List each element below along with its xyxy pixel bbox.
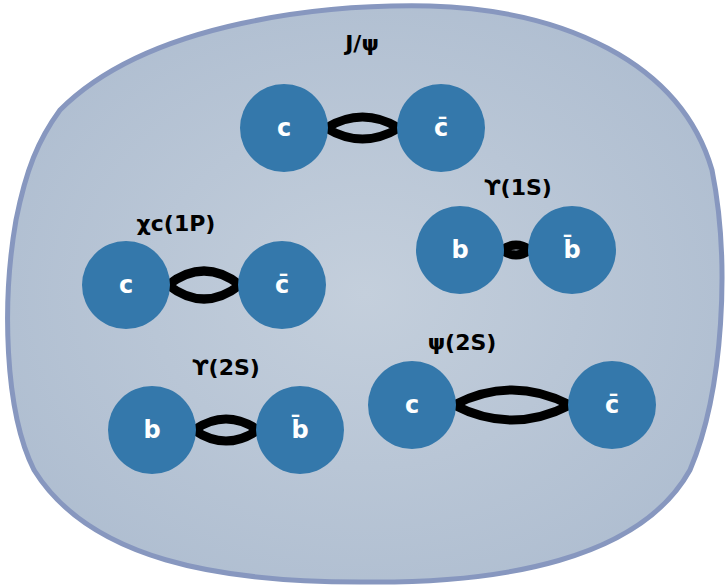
quark-circle: b̄ — [256, 386, 344, 474]
quark-letter: c — [277, 114, 291, 143]
quark-circle: c̄ — [397, 84, 485, 172]
quark-letter: c — [119, 271, 133, 300]
meson-label: ϒ(1S) — [482, 175, 554, 201]
quark-circle: c — [368, 361, 456, 449]
quark-letter: b̄ — [563, 236, 580, 265]
quark-circle: b̄ — [528, 206, 616, 294]
quark-letter: c̄ — [275, 271, 289, 300]
quark-circle: b — [416, 206, 504, 294]
quark-letter: b — [451, 236, 468, 265]
gluon-string — [502, 245, 530, 255]
gluon-string — [326, 117, 399, 139]
quark-letter: c̄ — [605, 391, 619, 420]
quark-circle: c — [82, 241, 170, 329]
quark-circle: b — [108, 386, 196, 474]
quark-letter: b — [143, 416, 160, 445]
quark-letter: b̄ — [291, 416, 308, 445]
meson-label: χc(1P) — [135, 211, 218, 237]
quark-letter: c̄ — [434, 114, 448, 143]
quark-circle: c̄ — [568, 361, 656, 449]
quark-circle: c — [240, 84, 328, 172]
meson-label: ϒ(2S) — [190, 355, 262, 381]
blob-outline — [8, 6, 722, 582]
meson-label: J/ψ — [343, 31, 381, 57]
meson-label: ψ(2S) — [426, 330, 499, 356]
gluon-string — [194, 419, 258, 441]
gluon-string — [168, 271, 240, 299]
quark-letter: c — [405, 391, 419, 420]
quark-circle: c̄ — [238, 241, 326, 329]
gluon-string — [454, 390, 570, 420]
